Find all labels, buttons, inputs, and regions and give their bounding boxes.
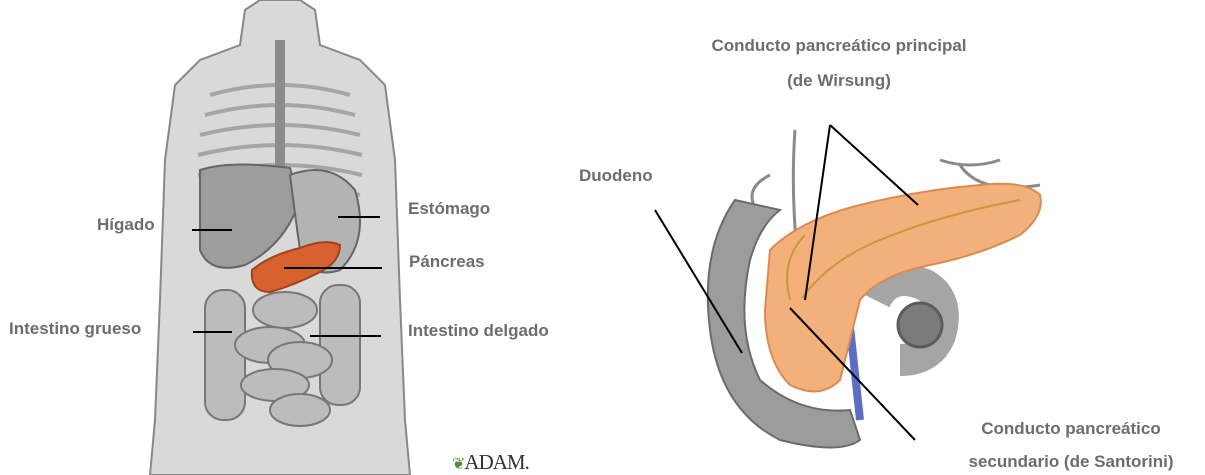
label-main-duct-line2: (de Wirsung) — [787, 70, 891, 92]
label-duodenum: Duodeno — [579, 165, 653, 187]
label-main-duct-line1: Conducto pancreático principal — [711, 35, 966, 57]
label-secondary-duct-line2: secundario (de Santorini) — [969, 451, 1174, 473]
logo-text: ADAM. — [464, 450, 528, 474]
label-liver: Hígado — [97, 214, 155, 236]
label-secondary-duct-line1: Conducto pancreático — [981, 418, 1160, 440]
intestine-opening — [898, 303, 942, 347]
intestines — [205, 285, 360, 426]
label-stomach: Estómago — [408, 198, 490, 220]
main-duct-leader-b — [830, 125, 918, 205]
label-large-intestine: Intestino grueso — [9, 318, 141, 340]
leaf-icon: ❦ — [452, 456, 464, 473]
adam-logo: ❦ADAM. — [452, 450, 529, 475]
label-small-intestine: Intestino delgado — [408, 320, 549, 342]
label-pancreas: Páncreas — [409, 251, 485, 273]
